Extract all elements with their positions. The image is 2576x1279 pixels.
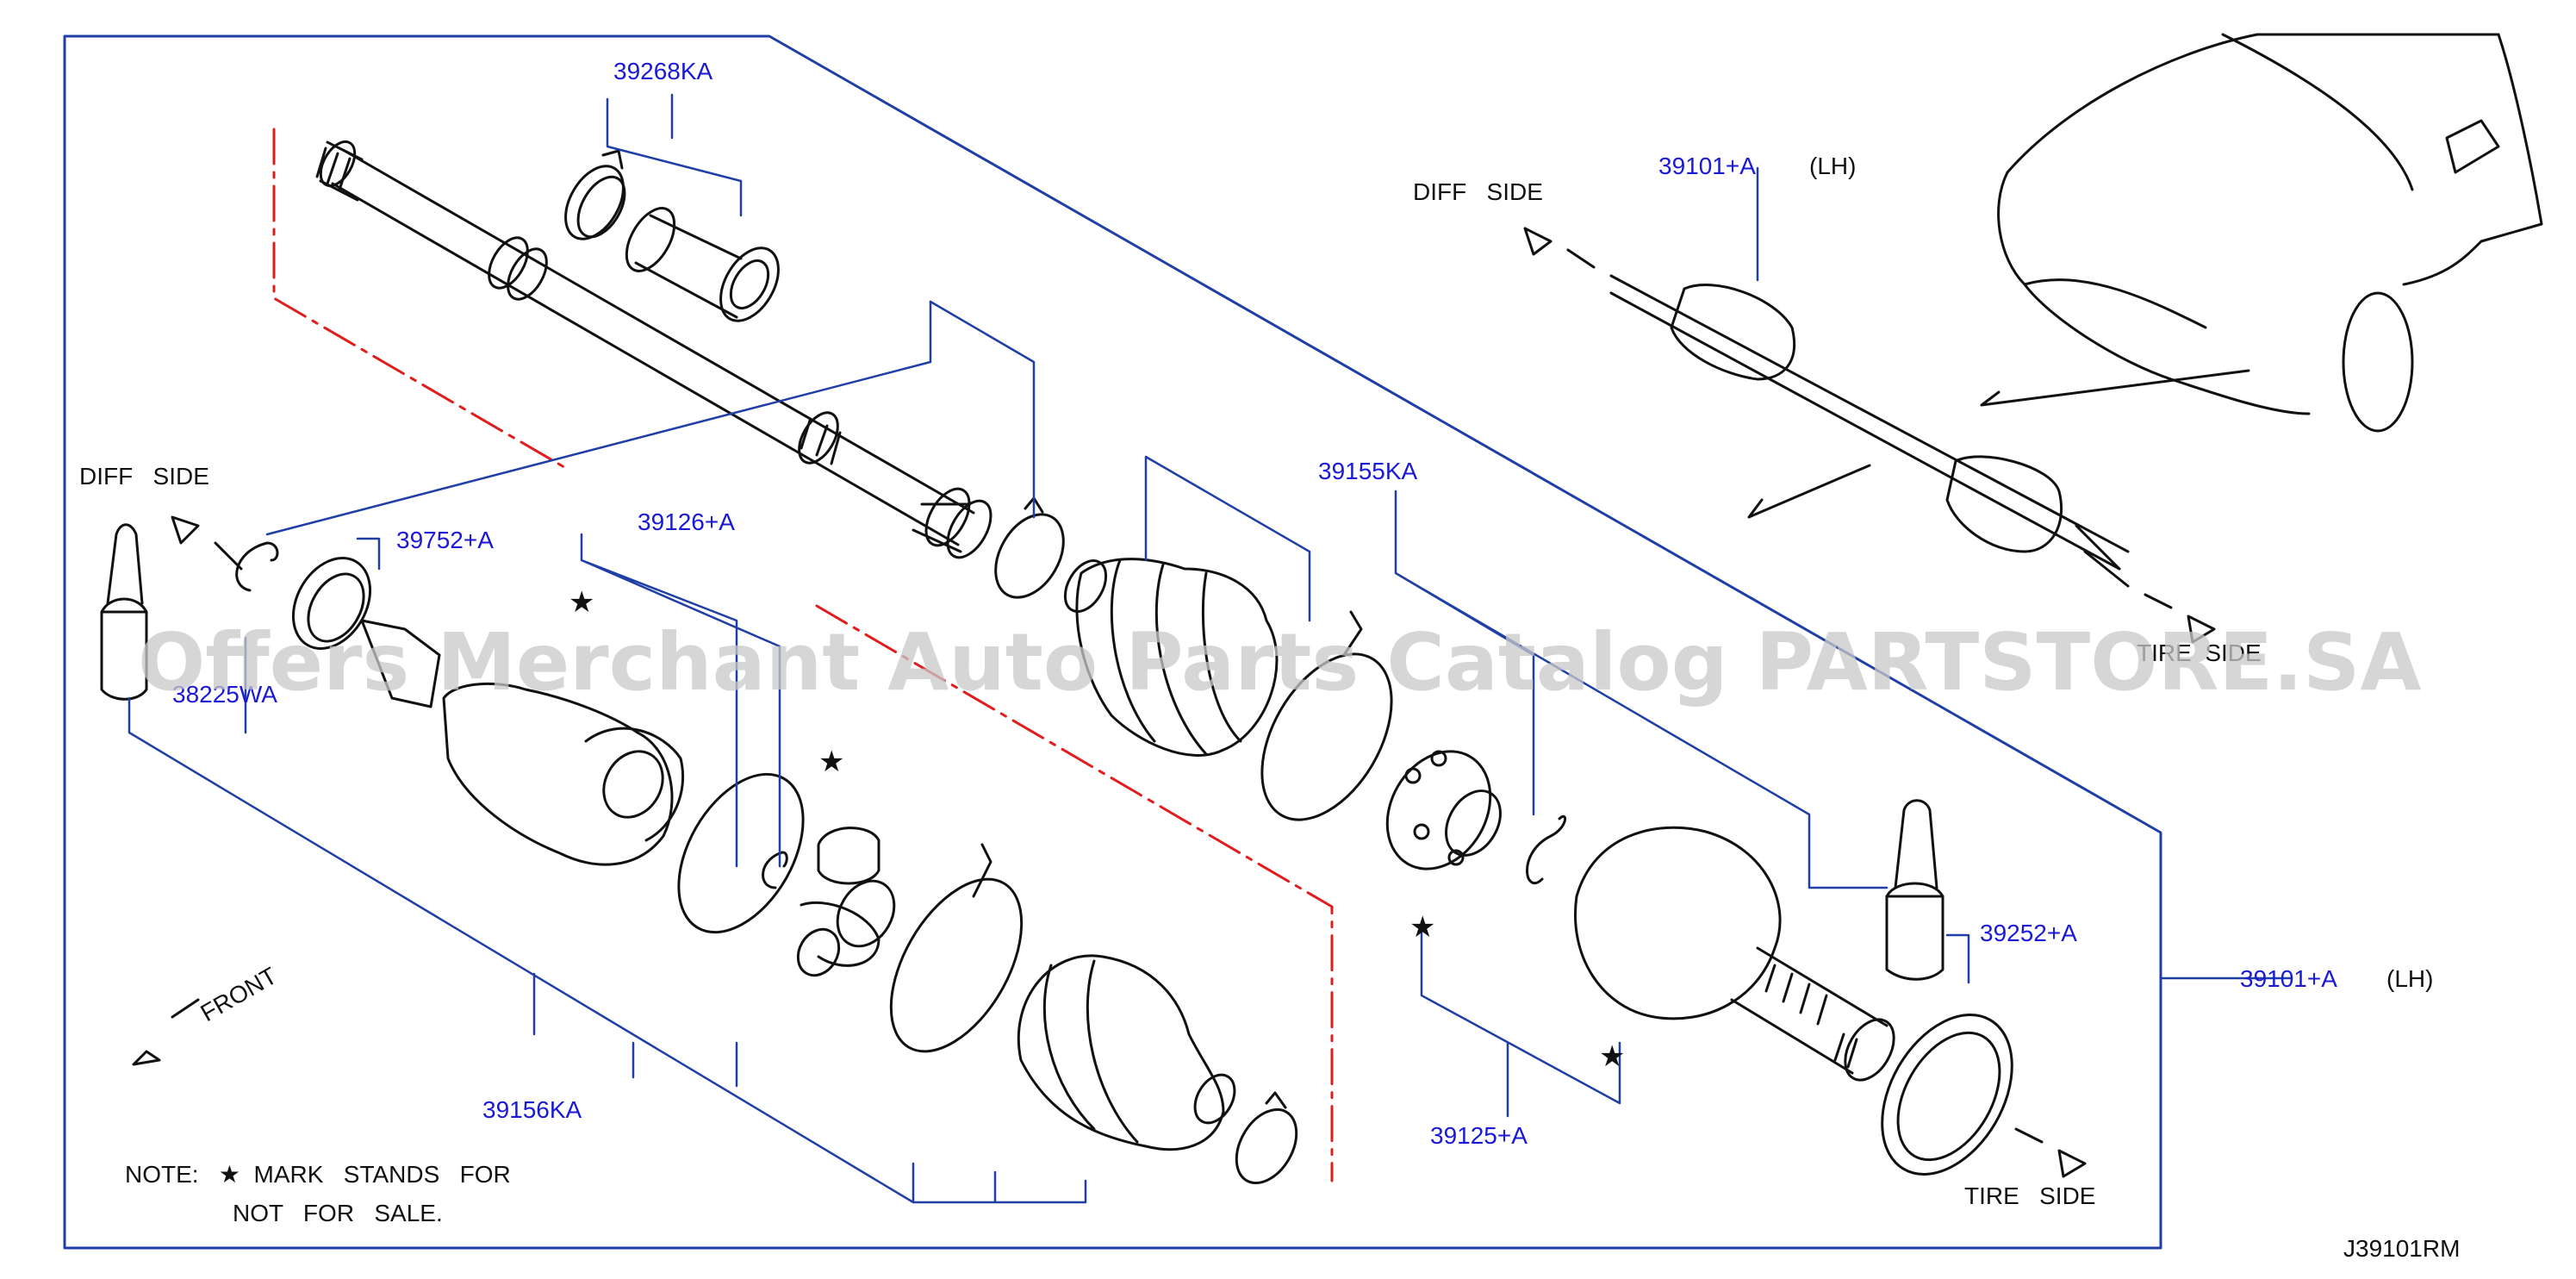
center-line xyxy=(272,128,1334,1182)
direction-arrows xyxy=(132,227,2250,1178)
boot-lower xyxy=(1017,954,1236,1151)
part-label-39268KA[interactable]: 39268KA xyxy=(613,58,713,84)
o-ring xyxy=(677,772,805,934)
diagram-code: J39101RM xyxy=(2343,1235,2460,1262)
outer-joint xyxy=(1574,826,1895,1082)
diff-side-label-top: DIFF SIDE xyxy=(1413,178,1543,205)
leader-lines xyxy=(128,93,2293,1204)
part-label-38225WA[interactable]: 38225WA xyxy=(172,681,277,708)
tripod-housing xyxy=(360,619,685,866)
star-mark: ★ xyxy=(1599,1039,1625,1074)
boot-band-small xyxy=(994,513,1065,599)
part-label-39156KA[interactable]: 39156KA xyxy=(482,1096,582,1123)
damper-and-band xyxy=(564,149,780,322)
front-label: FRONT xyxy=(196,962,282,1026)
part-label-39126[interactable]: 39126+A xyxy=(638,508,735,535)
tire-side-label-top: TIRE SIDE xyxy=(2137,640,2262,666)
snap-ring-small xyxy=(762,851,788,889)
band-clamp-lower xyxy=(1235,1107,1298,1185)
part-label-39101-right[interactable]: 39101+A xyxy=(2240,965,2337,992)
part-label-39125[interactable]: 39125+A xyxy=(1430,1122,1528,1149)
lh-label-top: (LH) xyxy=(1809,153,1856,179)
tire-side-label-bottom: TIRE SIDE xyxy=(1964,1182,2095,1209)
part-label-39101-top[interactable]: 39101+A xyxy=(1658,153,1756,179)
spider-assembly xyxy=(796,827,896,977)
boot-band-large xyxy=(1260,652,1393,821)
grease-tube-left xyxy=(100,523,148,701)
star-mark: ★ xyxy=(818,745,844,779)
vehicle-outline xyxy=(1997,33,2543,433)
grease-tube-right xyxy=(1885,799,1944,981)
snap-ring-left xyxy=(235,541,279,592)
ball-cage xyxy=(1385,750,1502,870)
seal-ring xyxy=(1881,1014,2013,1176)
watermark: Offers Merchant Auto Parts Catalog PARTS… xyxy=(138,616,2422,708)
shaft-overview xyxy=(1609,274,2130,588)
part-label-39155KA[interactable]: 39155KA xyxy=(1318,458,1418,484)
drive-shaft xyxy=(315,140,992,559)
lh-label-right: (LH) xyxy=(2386,965,2433,992)
part-label-39252[interactable]: 39252+A xyxy=(1980,920,2077,946)
boot-band-lower xyxy=(889,877,1024,1053)
star-mark: ★ xyxy=(1409,910,1435,945)
note-line-1: NOTE: ★ MARK STANDS FOR xyxy=(125,1161,511,1188)
part-label-39752[interactable]: 39752+A xyxy=(396,527,494,553)
note-line-2: NOT FOR SALE. xyxy=(233,1200,443,1226)
snap-ring xyxy=(1526,815,1566,885)
diff-side-label-left: DIFF SIDE xyxy=(79,463,209,490)
boot-inner xyxy=(1063,558,1279,757)
not-for-sale-stars: ★ ★ ★ ★ xyxy=(569,585,1625,1074)
star-mark: ★ xyxy=(569,585,594,620)
frame-border xyxy=(63,34,2162,1250)
